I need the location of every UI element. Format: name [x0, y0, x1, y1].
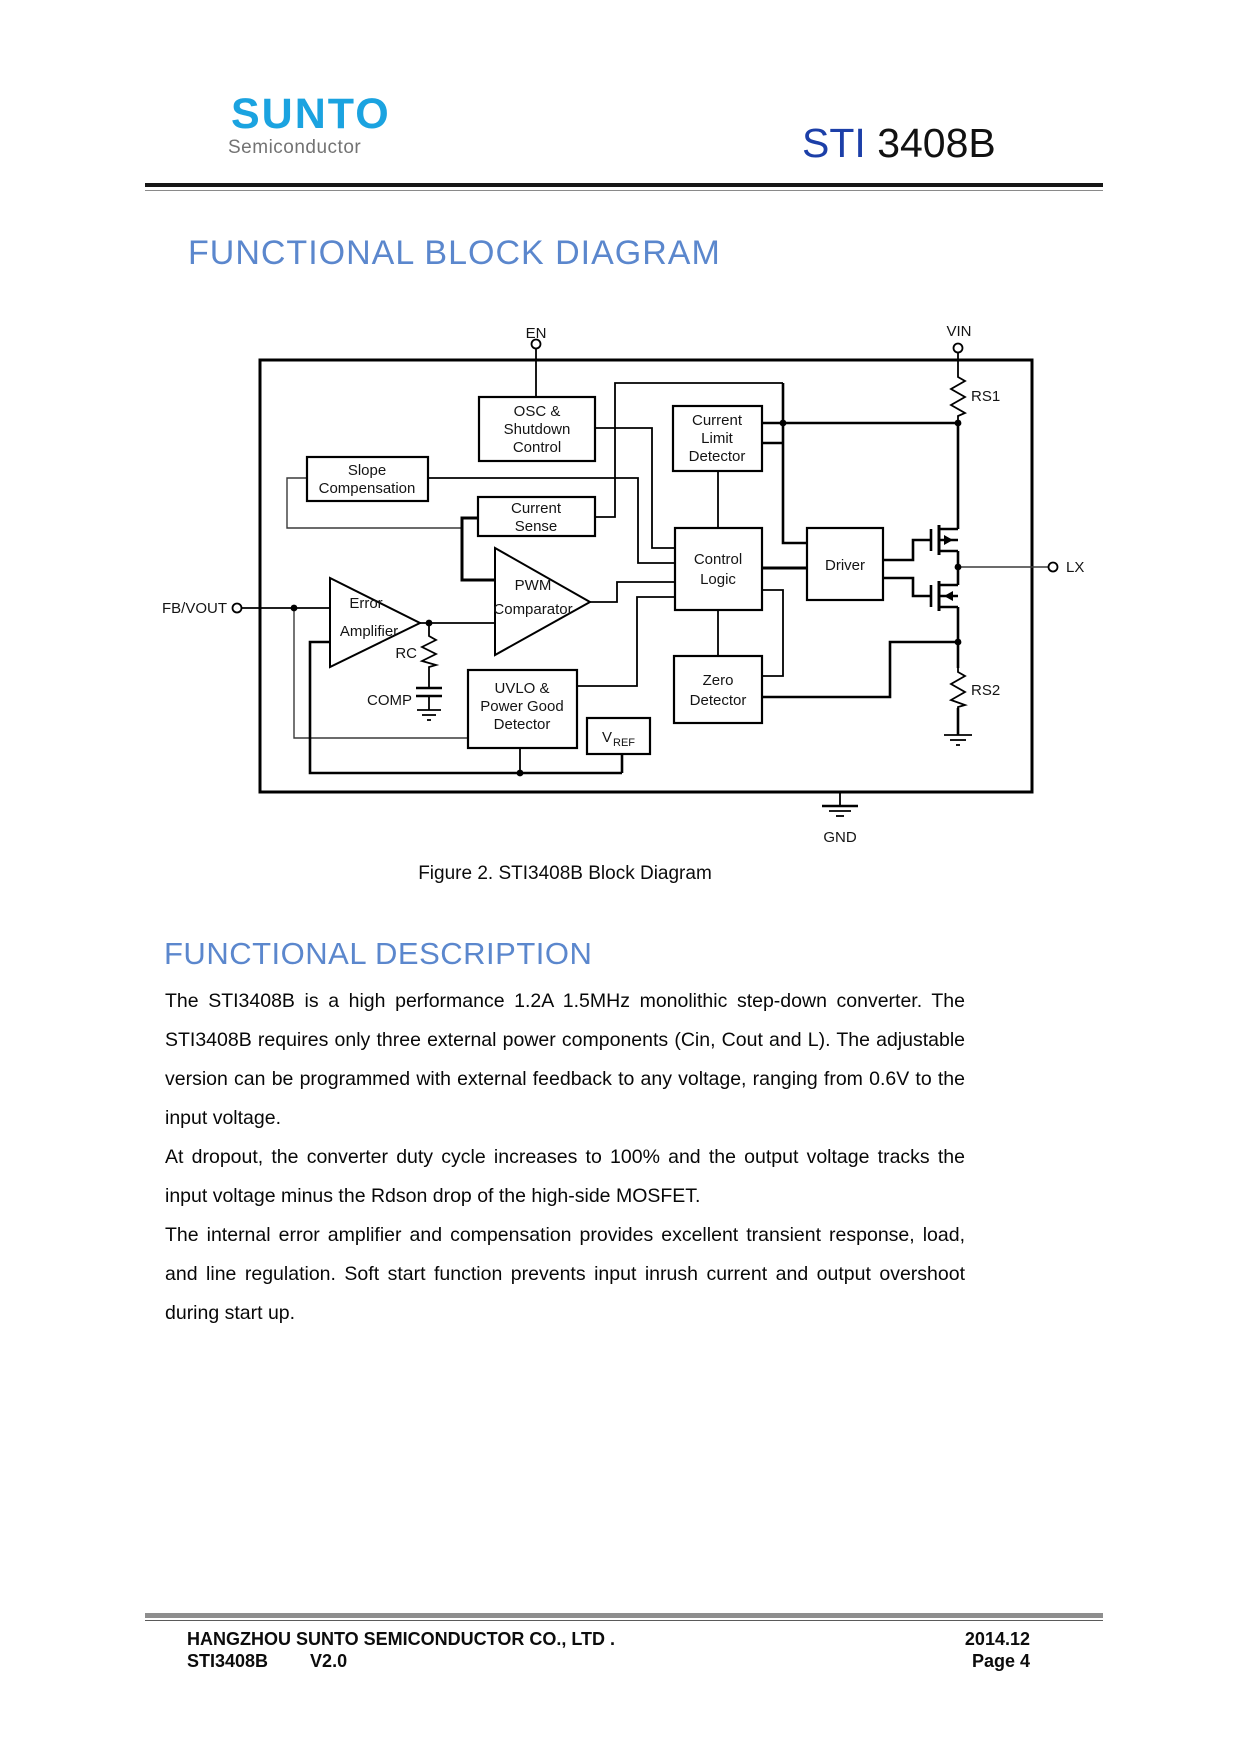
svg-text:REF: REF: [613, 737, 635, 749]
block-zero-detector: Zero Detector: [672, 654, 764, 725]
footer-version: V2.0: [310, 1651, 348, 1671]
svg-text:Comparator: Comparator: [493, 601, 572, 618]
high-side-mosfet: [929, 525, 958, 555]
footer-page-number: Page 4: [971, 1651, 1030, 1671]
resistor-rc: [419, 632, 440, 668]
low-side-mosfet: [929, 581, 958, 611]
svg-text:Limit: Limit: [701, 430, 734, 447]
part-number-suffix: 3408B: [865, 120, 996, 166]
svg-text:Detector: Detector: [689, 448, 746, 465]
svg-text:OSC &: OSC &: [514, 403, 561, 420]
junction-dots: [290, 419, 962, 777]
svg-text:Detector: Detector: [690, 692, 747, 709]
svg-text:Slope: Slope: [348, 462, 386, 479]
figure-caption: Figure 2. STI3408B Block Diagram: [418, 863, 712, 884]
part-number-title: STI 3408B: [802, 120, 996, 167]
rc-label: RC: [395, 645, 417, 662]
company-logo-subtitle: Semiconductor: [228, 137, 362, 158]
vin-pin-label: VIN: [946, 323, 971, 340]
footer-part: STI3408B: [187, 1651, 269, 1671]
rs1-label: RS1: [971, 388, 1000, 405]
footer-part-version: STI3408B V2.0: [187, 1651, 347, 1672]
lx-pin: [1047, 561, 1059, 573]
vin-pin: [952, 342, 964, 354]
svg-text:Error: Error: [349, 595, 382, 612]
svg-text:Driver: Driver: [825, 557, 865, 574]
svg-text:Sense: Sense: [515, 518, 558, 535]
section-heading-functional-description: FUNCTIONAL DESCRIPTION: [164, 936, 593, 971]
resistor-rs1: [949, 372, 968, 420]
svg-text:Zero: Zero: [703, 672, 734, 689]
comp-capacitor: [416, 686, 442, 698]
description-paragraph-3: The internal error amplifier and compens…: [165, 1224, 965, 1324]
description-paragraph-1: The STI3408B is a high performance 1.2A …: [165, 990, 965, 1129]
svg-text:Control: Control: [513, 439, 561, 456]
functional-block-diagram: OSC & Shutdown Control Slope Compensatio…: [162, 323, 1084, 846]
svg-text:V: V: [602, 729, 612, 746]
block-current-sense: Current Sense: [476, 495, 597, 538]
header-rule: [145, 183, 1103, 187]
comp-ground-symbol: [417, 709, 441, 721]
svg-text:Current: Current: [511, 500, 562, 517]
svg-text:Power Good: Power Good: [480, 698, 563, 715]
part-number-prefix: STI: [802, 120, 866, 166]
footer-rule: [145, 1613, 1103, 1618]
fb-vout-pin-label: FB/VOUT: [162, 600, 227, 617]
gnd-pin-label: GND: [823, 829, 857, 846]
block-current-limit-detector: Current Limit Detector: [671, 404, 764, 473]
footer-rule-thin: [145, 1620, 1103, 1621]
rs2-ground-symbol: [944, 734, 972, 746]
block-driver: Driver: [805, 526, 885, 602]
header-rule-thin: [145, 190, 1103, 191]
comp-pin-label: COMP: [367, 692, 412, 709]
block-pwm-comparator: PWM Comparator: [493, 546, 593, 657]
svg-text:Detector: Detector: [494, 716, 551, 733]
footer-company: HANGZHOU SUNTO SEMICONDUCTOR CO., LTD .: [187, 1629, 616, 1649]
resistor-rs2: [948, 668, 968, 708]
fb-vout-pin: [231, 602, 243, 614]
description-paragraph-2: At dropout, the converter duty cycle inc…: [165, 1146, 965, 1207]
footer-date: 2014.12: [964, 1629, 1030, 1649]
svg-text:Compensation: Compensation: [319, 480, 416, 497]
block-control-logic: Control Logic: [673, 526, 764, 612]
block-error-amplifier: Error Amplifier: [329, 576, 423, 669]
en-pin-label: EN: [526, 325, 547, 342]
diagram-wires: [242, 348, 1048, 806]
block-uvlo-power-good: UVLO & Power Good Detector: [466, 668, 579, 750]
svg-text:Shutdown: Shutdown: [504, 421, 571, 438]
svg-text:Logic: Logic: [700, 571, 736, 588]
chip-boundary: [258, 358, 1034, 794]
description-paragraphs: The STI3408B is a high performance 1.2A …: [165, 982, 965, 1333]
rs2-label: RS2: [971, 682, 1000, 699]
company-logo: SUNTO: [231, 90, 391, 138]
svg-text:Amplifier: Amplifier: [340, 623, 398, 640]
svg-text:PWM: PWM: [515, 577, 552, 594]
gnd-ground-symbol: [822, 804, 858, 817]
svg-text:Control: Control: [694, 551, 742, 568]
block-osc-shutdown-control: OSC & Shutdown Control: [477, 395, 597, 463]
block-vref: V REF: [585, 716, 652, 756]
en-pin: [530, 338, 542, 350]
block-slope-compensation: Slope Compensation: [305, 455, 430, 503]
svg-text:UVLO &: UVLO &: [494, 680, 549, 697]
lx-pin-label: LX: [1066, 559, 1084, 576]
svg-text:Current: Current: [692, 412, 743, 429]
section-heading-block-diagram: FUNCTIONAL BLOCK DIAGRAM: [188, 234, 721, 272]
